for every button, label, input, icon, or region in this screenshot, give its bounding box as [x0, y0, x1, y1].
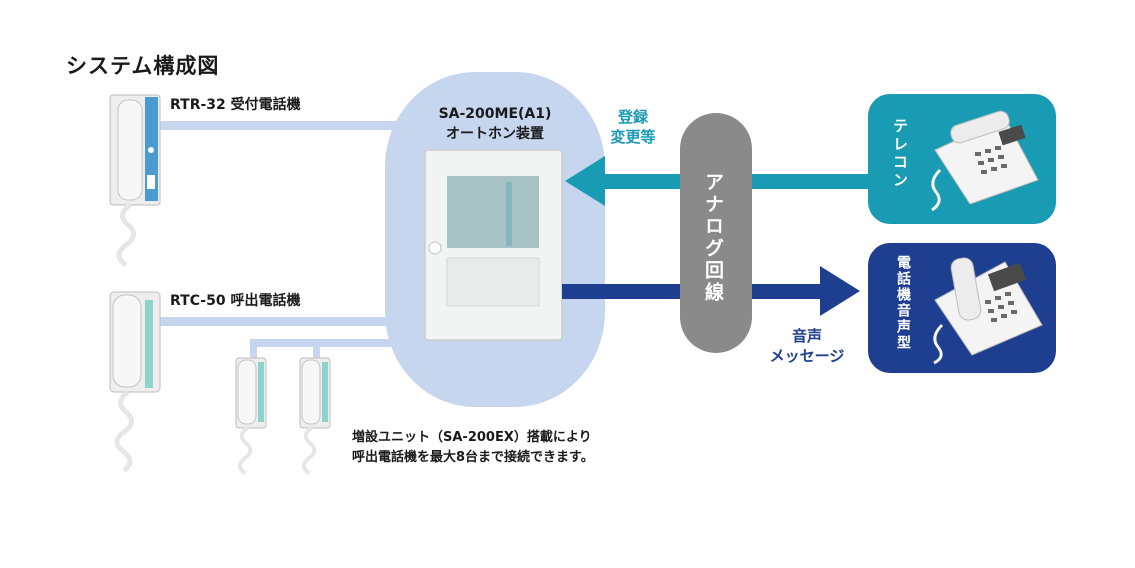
voice-phone-label: 電話機音声型: [895, 255, 911, 351]
intercom-handset-icon: [235, 357, 267, 475]
voice-message-label: 音声 メッセージ: [752, 326, 862, 366]
voice-message-line1: 音声: [791, 327, 822, 345]
intercom-handset-icon: [299, 357, 331, 475]
registration-line2: 変更等: [610, 128, 656, 146]
main-unit-device: [424, 149, 563, 341]
extension-note-line1: 増設ユニット（SA-200EX）搭載により: [352, 430, 592, 445]
extension-note: 増設ユニット（SA-200EX）搭載により 呼出電話機を最大8台まで接続できます…: [352, 428, 594, 468]
main-unit-label: SA-200ME(A1) オートホン装置: [410, 104, 580, 144]
main-unit-name: オートホン装置: [446, 126, 544, 142]
telephone-icon: [931, 110, 1039, 212]
connection-lines: [160, 121, 400, 363]
analog-line-pill: [680, 113, 752, 353]
voice-message-line2: メッセージ: [769, 347, 845, 365]
intercom-handset-icon: [109, 291, 161, 473]
office-phone-icon: [933, 257, 1043, 365]
rtr32-label: RTR-32 受付電話機: [170, 97, 301, 113]
line-rtr32: [160, 121, 400, 130]
line-extension-b-drop: [313, 339, 320, 363]
extension-note-line2: 呼出電話機を最大8台まで接続できます。: [352, 450, 594, 465]
diagram-title: システム構成図: [66, 54, 220, 78]
main-unit-model: SA-200ME(A1): [438, 106, 552, 122]
analog-line-label: アナログ回線: [702, 172, 724, 304]
registration-line1: 登録: [617, 108, 648, 126]
intercom-handset-icon: [109, 94, 161, 268]
registration-label: 登録 変更等: [598, 107, 668, 147]
line-extension-a: [250, 339, 400, 347]
teleconn-label: テレコン: [891, 118, 909, 190]
line-extension-a-drop: [250, 339, 257, 363]
line-rtc50: [160, 317, 400, 326]
rtc50-label: RTC-50 呼出電話機: [170, 293, 301, 309]
